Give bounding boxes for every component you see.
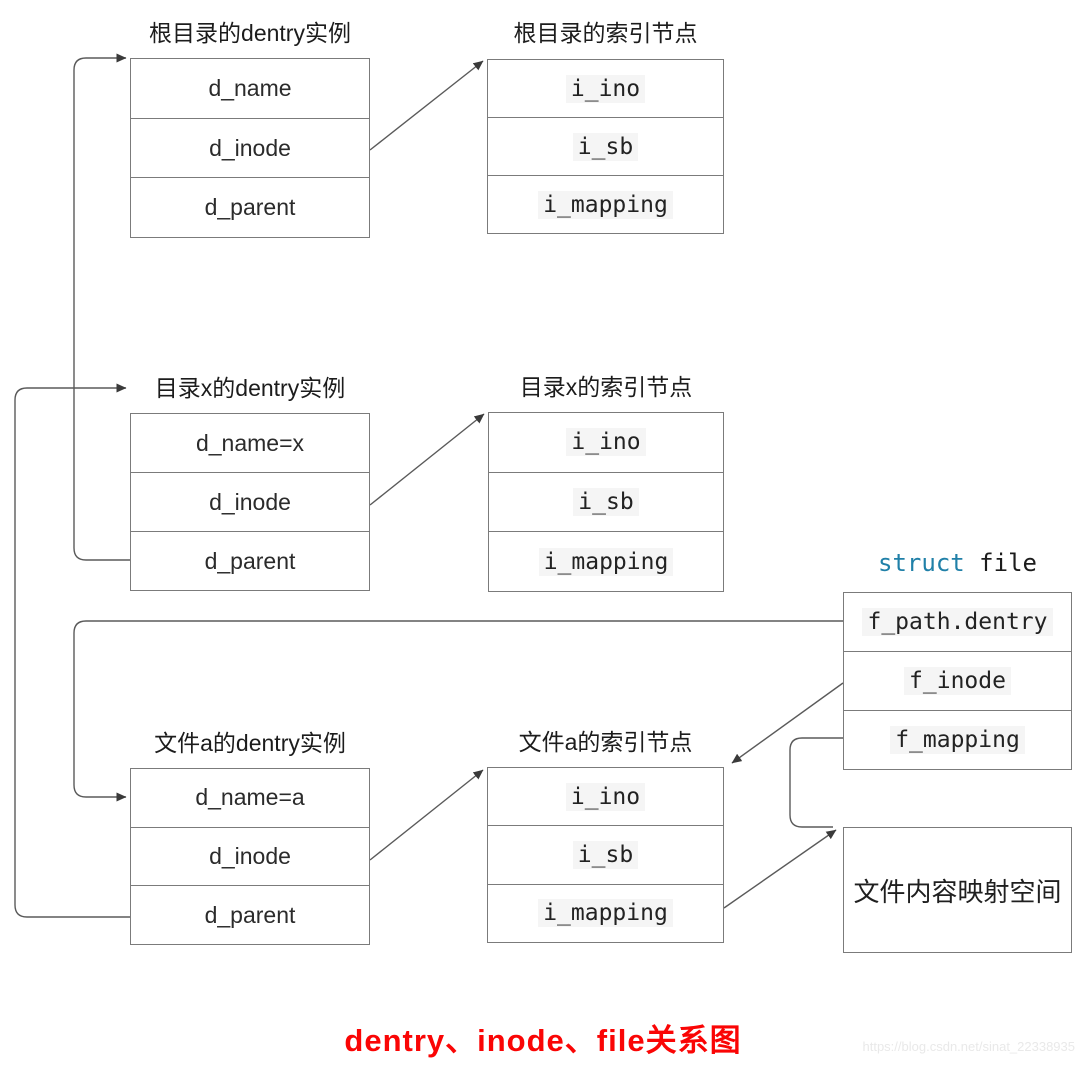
- table-row: d_name: [208, 74, 292, 101]
- struct-keyword: struct: [878, 549, 965, 577]
- table-row: i_sb: [488, 117, 723, 175]
- edge-filea-dinode-to-filea-inode: [369, 769, 484, 861]
- filea-dentry-title: 文件a的dentry实例: [154, 730, 346, 756]
- filea-inode-title: 文件a的索引节点: [518, 729, 693, 755]
- cell-text: i_ino: [565, 782, 646, 811]
- mapping-box-label: 文件内容映射空间: [853, 876, 1062, 907]
- dirx-dentry-title: 目录x的dentry实例: [154, 375, 346, 401]
- root-inode-table: i_ino i_sb i_mapping: [487, 59, 724, 234]
- table-row: f_inode: [844, 651, 1071, 710]
- table-row: i_ino: [488, 60, 723, 117]
- edge-imapping-to-mapping-space: [723, 829, 837, 909]
- table-row: d_name=x: [195, 429, 305, 456]
- filea-inode-table: i_ino i_sb i_mapping: [487, 767, 724, 943]
- table-row: f_mapping: [844, 710, 1071, 769]
- edge-filea-parent-to-dirx-dentry: [14, 383, 130, 918]
- struct-file-title: struct file: [843, 549, 1072, 577]
- cell-text: i_sb: [572, 840, 639, 869]
- root-dentry-table: d_name d_inode d_parent: [130, 58, 370, 238]
- cell-text: i_ino: [566, 428, 646, 457]
- cell-text: f_inode: [904, 667, 1011, 695]
- table-row: i_mapping: [489, 531, 723, 591]
- cell-text: i_ino: [565, 74, 646, 103]
- cell-text: i_mapping: [538, 190, 673, 219]
- table-row: d_parent: [131, 885, 369, 944]
- table-row: i_mapping: [488, 175, 723, 233]
- table-row: d_inode: [131, 472, 369, 531]
- root-dentry-title: 根目录的dentry实例: [149, 20, 351, 46]
- cell-text: i_sb: [573, 488, 639, 516]
- filea-dentry-table: d_name=a d_inode d_parent: [130, 768, 370, 945]
- table-row: i_mapping: [488, 883, 723, 942]
- dirx-dentry-table: d_name=x d_inode d_parent: [130, 413, 370, 591]
- struct-name: file: [979, 549, 1037, 577]
- cell-text: f_mapping: [890, 726, 1025, 754]
- table-row: d_inode: [131, 117, 369, 178]
- struct-file-table: f_path.dentry f_inode f_mapping: [843, 592, 1072, 770]
- edge-fmapping-to-mapping-space: [789, 737, 843, 828]
- table-row: i_ino: [488, 768, 723, 825]
- edge-finode-to-filea-inode: [731, 682, 844, 764]
- table-row: i_ino: [489, 413, 723, 472]
- root-inode-title: 根目录的索引节点: [513, 20, 698, 46]
- table-row: d_parent: [131, 531, 369, 590]
- cell-text: i_mapping: [538, 547, 674, 576]
- dirx-inode-title: 目录x的索引节点: [519, 374, 693, 400]
- cell-text: i_sb: [572, 132, 639, 161]
- diagram-caption: dentry、inode、file关系图: [344, 1023, 742, 1058]
- table-row: i_sb: [489, 471, 723, 532]
- file-content-mapping-box: 文件内容映射空间: [843, 827, 1072, 953]
- dirx-inode-table: i_ino i_sb i_mapping: [488, 412, 724, 592]
- cell-text: i_mapping: [538, 899, 673, 928]
- edge-dirx-parent-to-root-dentry: [73, 53, 130, 561]
- cell-text: f_path.dentry: [862, 608, 1053, 636]
- edge-root-dinode-to-root-inode: [369, 60, 484, 151]
- table-row: f_path.dentry: [844, 593, 1071, 651]
- table-row: i_sb: [488, 825, 723, 883]
- table-row: d_parent: [131, 177, 369, 237]
- table-row: d_name=a: [195, 784, 305, 811]
- table-row: d_inode: [131, 826, 369, 886]
- watermark: https://blog.csdn.net/sinat_22338935: [862, 1039, 1076, 1054]
- edge-dirx-dinode-to-dirx-inode: [369, 413, 485, 506]
